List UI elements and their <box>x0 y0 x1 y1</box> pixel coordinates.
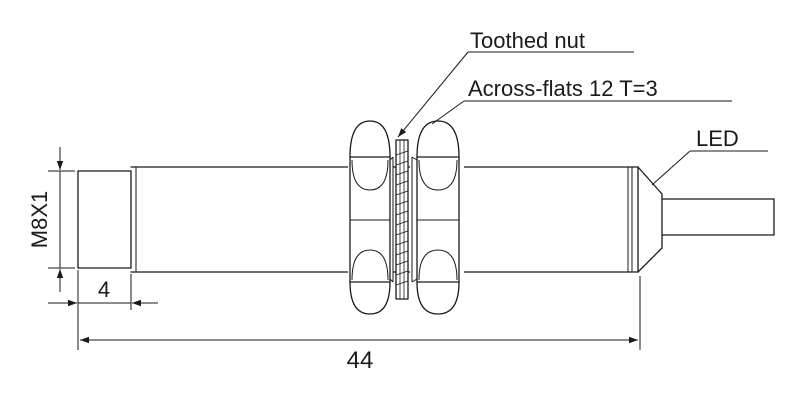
thread-size-label: M8X1 <box>27 191 52 248</box>
toothed-washer <box>395 139 409 300</box>
tapered-rear <box>637 166 663 273</box>
thread-dimension: M8X1 <box>27 147 75 292</box>
toothed-nut-label: Toothed nut <box>470 28 585 53</box>
cable <box>661 198 775 236</box>
hex-nut-right <box>410 120 464 315</box>
sensing-face <box>77 170 132 269</box>
sensing-face-length-label: 4 <box>98 277 110 302</box>
callout-toothed-nut: Toothed nut <box>397 28 634 138</box>
callout-led: LED <box>651 126 768 186</box>
across-flats-label: Across-flats 12 T=3 <box>468 76 658 101</box>
overall-length-dimension: 44 <box>77 276 641 374</box>
overall-length-label: 44 <box>347 347 374 374</box>
hex-nut-left <box>348 120 394 315</box>
callout-across-flats: Across-flats 12 T=3 <box>431 76 732 125</box>
sensing-face-dimension: 4 <box>48 270 158 310</box>
led-label: LED <box>696 126 739 151</box>
